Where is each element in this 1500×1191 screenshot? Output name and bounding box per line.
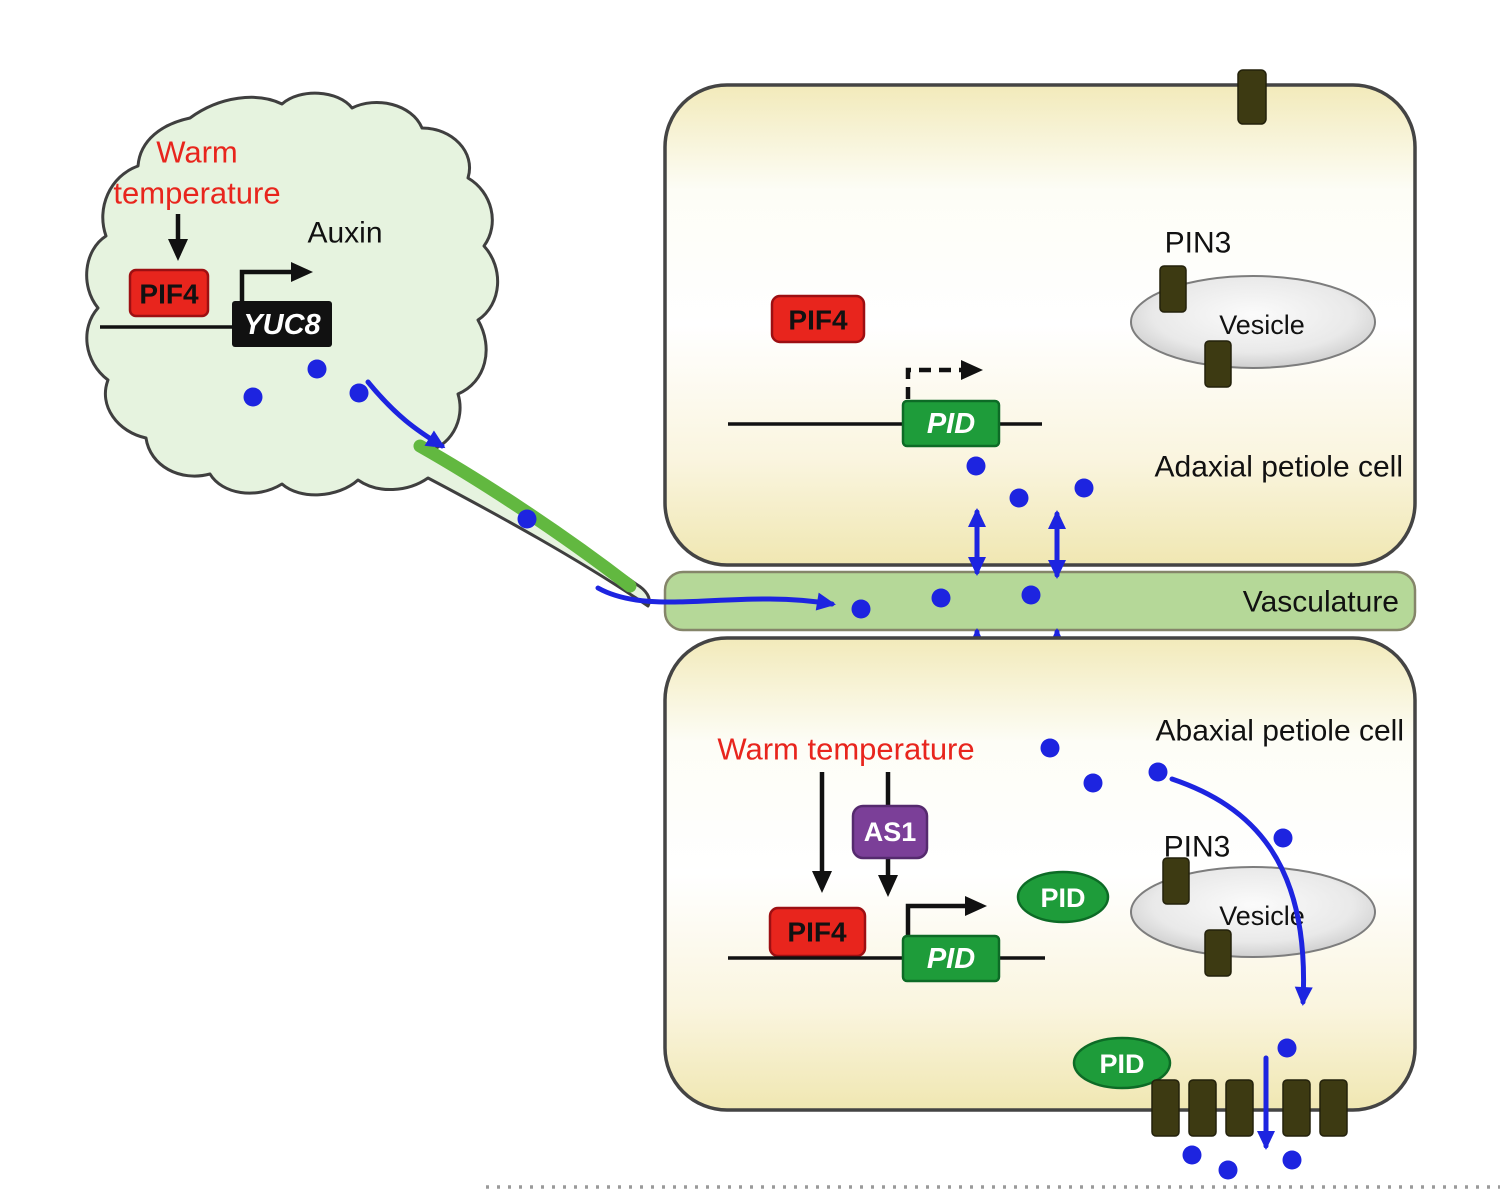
auxin-label: Auxin (307, 217, 382, 250)
auxin-dot (851, 599, 871, 619)
auxin-entry-arrow-vasculature (595, 585, 836, 611)
pid-protein-label: PID (1099, 1049, 1144, 1079)
pin3-transporter-on-vesicle (1204, 929, 1232, 977)
pif4-box (770, 294, 866, 344)
auxin-dot (966, 456, 986, 476)
auxin-dot (1277, 1038, 1297, 1058)
pid-transcription-arrow-inactive (905, 360, 983, 399)
abaxial-cell-body (663, 636, 1417, 1112)
pid-protein-ellipse (1072, 1036, 1172, 1090)
as1-box (851, 804, 929, 860)
abaxial-petiole-cell: Abaxial petiole cell Warm temperature AS… (663, 636, 1417, 1180)
vesicle-label: Vesicle (1219, 310, 1305, 340)
adaxial-petiole-cell: PIF4 PID PIN3 Vesicle Adaxial petiole ce… (663, 69, 1417, 567)
pin3-transporter-bottom-membrane (1151, 1079, 1180, 1137)
pid-protein-ellipse (1016, 870, 1110, 924)
leaf-blade: Warm temperature Auxin PIF4 YUC8 (85, 91, 836, 611)
leaf-outline (85, 91, 651, 608)
pif4-box (768, 906, 867, 958)
auxin-dot (1021, 585, 1041, 605)
vesicle-label: Vesicle (1219, 901, 1305, 931)
auxin-dot (1148, 762, 1168, 782)
pin3-transporter-on-vesicle (1204, 340, 1232, 388)
pin3-transporter-on-vesicle (1159, 265, 1187, 313)
vasculature-label: Vasculature (1243, 586, 1399, 619)
auxin-dot (1282, 1150, 1302, 1170)
vasculature-bar: Vasculature (663, 570, 1417, 632)
auxin-dot (1273, 828, 1293, 848)
auxin-dot (1218, 1160, 1238, 1180)
pin3-transporter-bottom-membrane (1188, 1079, 1217, 1137)
auxin-dot (1040, 738, 1060, 758)
pin3-transporter-top-membrane (1237, 69, 1267, 125)
vesicle-ellipse (1130, 275, 1376, 369)
pid-gene-label: PID (927, 408, 975, 440)
yuc8-gene-label: YUC8 (243, 309, 321, 341)
adaxial-cell-body (663, 83, 1417, 567)
pin3-transporter-bottom-membrane (1319, 1079, 1348, 1137)
pif4-label: PIF4 (139, 279, 199, 310)
auxin-dot (307, 359, 327, 379)
auxin-dot (243, 387, 263, 407)
auxin-flow-arrow-to-membrane (1169, 776, 1313, 1006)
auxin-dot (931, 588, 951, 608)
warm-temperature-label-line2: temperature (113, 176, 280, 211)
as1-label: AS1 (864, 817, 917, 847)
abaxial-cell-title: Abaxial petiole cell (1156, 715, 1404, 748)
adaxial-cell-title: Adaxial petiole cell (1155, 451, 1403, 484)
auxin-transport-arrow-petiole (365, 379, 446, 449)
pid-protein-label: PID (1040, 883, 1085, 913)
warm-temperature-label: Warm temperature (717, 732, 974, 767)
pid-gene-box (901, 934, 1001, 983)
pid-gene-box (901, 399, 1001, 448)
vesicle-ellipse (1130, 866, 1376, 958)
auxin-dot (349, 383, 369, 403)
pid-gene-label: PID (927, 943, 975, 975)
petiole-vasculature-stripe (413, 439, 637, 593)
auxin-dot (1074, 478, 1094, 498)
warm-temperature-label-line1: Warm (156, 135, 238, 170)
auxin-dot (1083, 773, 1103, 793)
auxin-dot (517, 509, 537, 529)
auxin-dot (1009, 488, 1029, 508)
pin3-transporter-on-vesicle (1162, 857, 1190, 905)
pin3-transporter-bottom-membrane (1282, 1079, 1311, 1137)
pif4-box (128, 268, 210, 318)
pin3-transporter-bottom-membrane (1225, 1079, 1254, 1137)
pin3-label: PIN3 (1165, 227, 1232, 260)
auxin-dot (1182, 1145, 1202, 1165)
pif4-label: PIF4 (787, 917, 847, 948)
pif4-label: PIF4 (788, 305, 848, 336)
yuc8-gene-box (232, 301, 332, 347)
